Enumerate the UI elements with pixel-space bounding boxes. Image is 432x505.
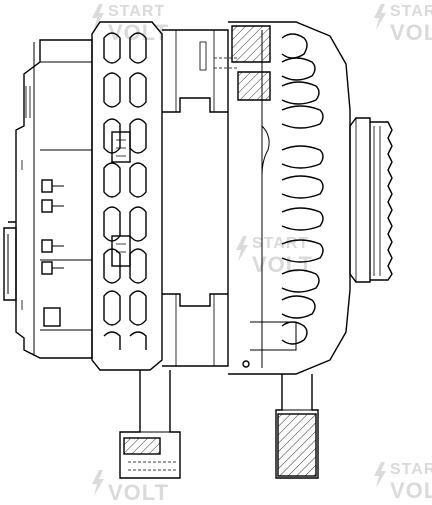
bearing-boss-top [214,25,271,101]
watermark-volt: VOLT [108,480,169,500]
pulley [349,117,393,283]
watermark-top-right: START VOLT [374,3,432,45]
watermark-bottom-left: VOLT [92,470,169,505]
watermark-bottom-right: START VOLT [374,461,432,503]
watermark-volt: VOLT [390,20,432,45]
watermark-start: START [108,3,165,20]
mounting-lug-left [119,370,181,479]
lightning-bolt-icon [374,462,386,488]
rear-housing [91,21,163,371]
watermark-start: START [390,461,432,478]
mounting-lug-right [275,374,319,479]
lightning-bolt-icon [236,236,248,262]
watermark-start: START [390,3,432,20]
lightning-bolt-icon [374,4,386,30]
stator-band [162,29,229,367]
watermark-start: START [252,235,309,252]
rear-cover [3,39,93,359]
watermark-volt: VOLT [390,478,432,500]
lightning-bolt-icon [92,470,104,496]
